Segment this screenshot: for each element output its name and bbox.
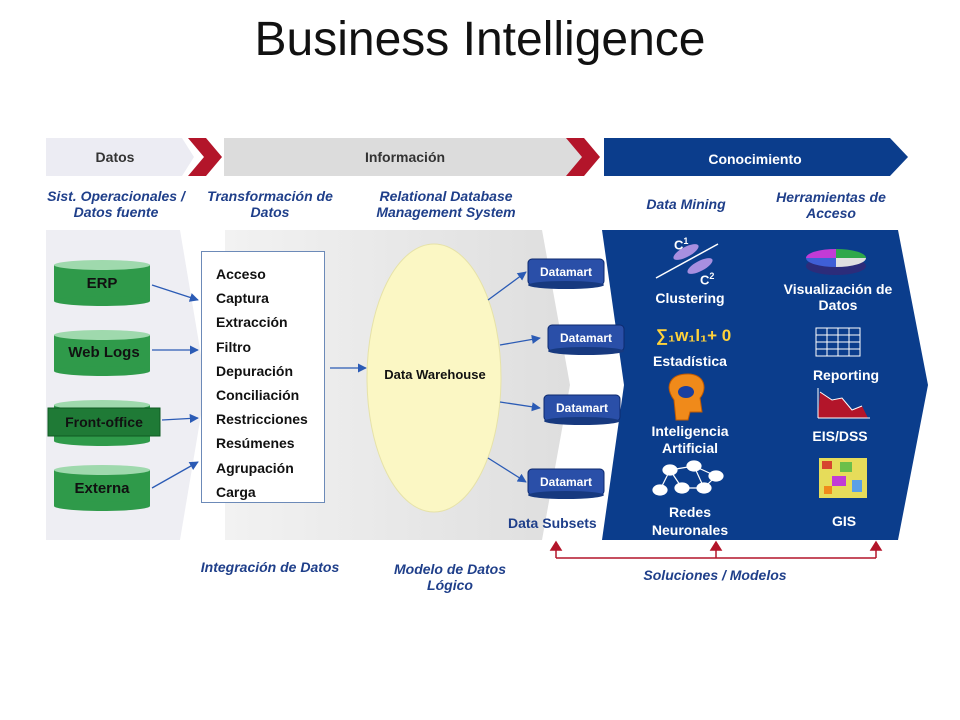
datamart-label-3: Datamart — [555, 401, 609, 415]
estadistica-label: Estadística — [653, 353, 727, 369]
source-cylinder-erp — [54, 260, 150, 306]
knowledge-background — [602, 230, 928, 540]
source-cylinder-frontoffice — [47, 400, 161, 446]
step-filtro: Filtro — [216, 338, 251, 355]
sources-background — [46, 230, 206, 540]
source-label-weblogs: Web Logs — [68, 344, 140, 361]
arrow-frontoffice — [161, 413, 199, 423]
header-conocimiento-arrow — [604, 138, 908, 176]
source-label-frontoffice: Front-office — [65, 414, 143, 430]
red-chevron-2 — [566, 138, 600, 176]
datamart-cylinder-3 — [543, 394, 621, 425]
gis-label: GIS — [831, 513, 857, 529]
data-warehouse-label: Data Warehouse — [384, 367, 486, 382]
datamart-cylinder-2 — [547, 324, 625, 355]
red-chevron-1 — [188, 138, 222, 176]
soluciones-bracket — [549, 540, 883, 559]
step-agrupacion: Agrupación — [216, 459, 294, 476]
transformation-steps-box: Acceso Captura Extracción Filtro Depurac… — [201, 251, 325, 503]
redes-label-line1: Redes — [668, 504, 712, 520]
datamart-cylinder-4 — [527, 468, 605, 499]
arrow-datamart-1 — [487, 271, 527, 301]
source-cylinder-externa — [54, 465, 150, 511]
subheader-data-mining: Data Mining — [646, 196, 726, 212]
header-datos-label: Datos — [95, 149, 135, 165]
eis-chart-icon — [817, 388, 870, 419]
subheader-rdbms: Relational Database Management System — [376, 188, 516, 220]
step-depuracion: Depuración — [216, 362, 294, 379]
footer-integracion: Integración de Datos — [200, 559, 340, 575]
clustering-icon — [655, 243, 719, 279]
statistics-formula: ∑₁w₁l₁+ 0 — [656, 326, 732, 345]
neural-net-icon — [652, 460, 724, 496]
datamart-label-1: Datamart — [539, 265, 593, 279]
step-extraccion: Extracción — [216, 314, 288, 331]
arrow-datamart-3 — [499, 401, 541, 412]
header-datos-arrow — [46, 138, 194, 176]
datamart-label-4: Datamart — [539, 475, 593, 489]
header-informacion-label: Información — [364, 149, 446, 165]
cluster-c2-label: C2 — [700, 271, 715, 288]
datamart-cylinder-1 — [527, 258, 605, 289]
step-captura: Captura — [216, 290, 269, 307]
step-resumenes: Resúmenes — [216, 435, 295, 452]
source-cylinder-weblogs — [54, 330, 150, 376]
arrow-erp — [151, 284, 199, 302]
step-carga: Carga — [216, 483, 256, 500]
clustering-label: Clustering — [655, 290, 725, 306]
step-acceso: Acceso — [216, 266, 266, 282]
header-conocimiento-label: Conocimiento — [708, 151, 802, 167]
ai-head-icon — [668, 373, 705, 421]
eis-dss-label: EIS/DSS — [812, 428, 868, 444]
arrow-externa — [151, 461, 199, 489]
page-title: Business Intelligence — [254, 13, 706, 66]
footer-soluciones: Soluciones / Modelos — [643, 567, 787, 583]
arrow-datamart-4 — [487, 457, 527, 483]
reporting-label: Reporting — [812, 367, 880, 383]
redes-label-line2: Neuronales — [651, 522, 729, 538]
source-label-erp: ERP — [86, 275, 118, 292]
cluster-c1-label: C1 — [674, 236, 689, 253]
ia-label-line1: Inteligencia — [651, 423, 729, 439]
subheader-tools: Herramientas de Acceso — [776, 189, 886, 221]
data-warehouse-ellipse — [366, 243, 502, 513]
datamart-label-2: Datamart — [559, 331, 613, 345]
source-label-externa: Externa — [74, 480, 130, 497]
pie-chart-icon — [806, 249, 866, 275]
arrow-datamart-2 — [499, 334, 541, 346]
step-restricciones: Restricciones — [216, 411, 308, 428]
subheader-transform: Transformación de Datos — [207, 188, 333, 220]
ia-label-line2: Artificial — [661, 440, 718, 456]
visualizacion-label-line1: Visualización de — [783, 281, 893, 297]
footer-modelo: Modelo de Datos Lógico — [393, 561, 506, 593]
visualizacion-label-line2: Datos — [818, 297, 858, 313]
gis-map-icon — [819, 458, 867, 498]
subheader-sources: Sist. Operacionales / Datos fuente — [47, 188, 185, 220]
step-conciliacion: Conciliación — [216, 387, 300, 404]
reporting-grid-icon — [815, 327, 861, 357]
data-subsets-label: Data Subsets — [508, 515, 597, 531]
header-informacion-arrow — [224, 138, 598, 176]
